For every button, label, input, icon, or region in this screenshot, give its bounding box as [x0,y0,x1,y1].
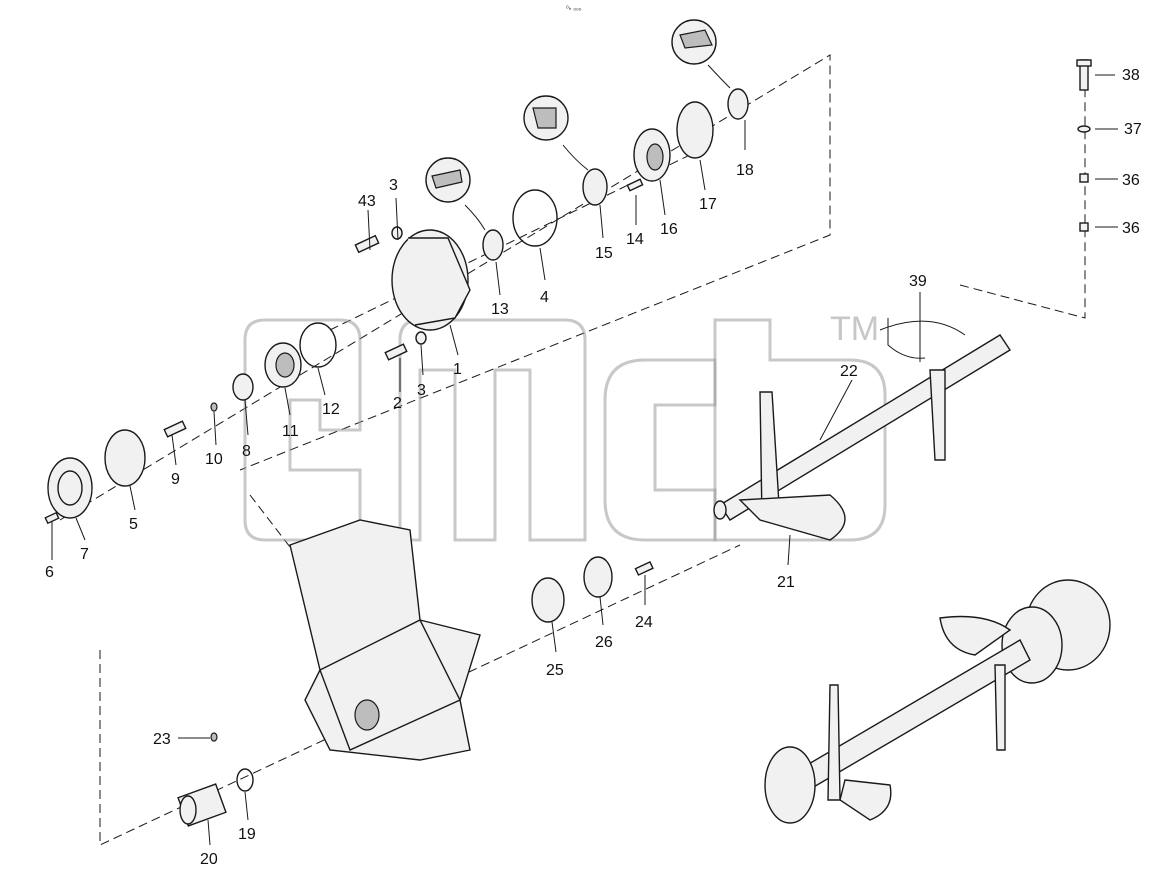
assembled-agitator-view [764,579,1111,824]
bearing-housing-16 [633,128,671,182]
label-5: 5 [129,516,138,533]
seal-ring-13 [482,229,504,261]
agitator-shaft-assembly [713,318,1011,541]
label-6: 6 [45,564,54,581]
label-2: 2 [393,395,402,412]
label-23: 23 [153,731,171,748]
bushing-20 [177,783,227,827]
label-3-top: 3 [389,177,398,194]
callout-box-top-2 [523,95,589,171]
label-15: 15 [595,245,613,262]
gasket-5 [104,429,146,487]
o-ring-12 [299,322,337,368]
label-24: 24 [635,614,653,631]
label-8: 8 [242,443,251,460]
bolt-9 [163,420,187,438]
label-19: 19 [238,826,256,843]
label-10: 10 [205,451,223,468]
label-22: 22 [840,363,858,380]
label-12: 12 [322,401,340,418]
label-26: 26 [595,634,613,651]
washer-3-mid [415,331,427,345]
cap-8 [232,373,254,401]
o-ring-19 [236,768,254,792]
label-4: 4 [540,289,549,306]
seal-ring-15 [582,168,608,206]
label-20: 20 [200,851,218,868]
label-36-a: 36 [1122,172,1140,189]
header-tiny-text: ᵒₕ ₒₒₒ [566,5,582,12]
label-7: 7 [80,546,89,563]
label-38: 38 [1122,67,1140,84]
bearing-11 [264,342,302,388]
label-14: 14 [626,231,644,248]
flange-cover-7 [47,457,93,519]
label-43: 43 [358,193,376,210]
watermark-trademark: TM [830,310,879,348]
label-3-mid: 3 [417,382,426,399]
callout-box-top-3 [671,19,731,89]
label-21: 21 [777,574,795,591]
label-36-b: 36 [1122,220,1140,237]
flange-housing-1 [391,229,471,331]
label-11: 11 [282,423,299,440]
label-16: 16 [660,221,678,238]
o-ring-4 [512,189,558,247]
grease-fitting-23 [210,732,218,742]
gasket-25 [531,577,565,623]
label-13: 13 [491,301,509,318]
hopper-body [289,519,481,761]
watermark-logo: TM [243,310,887,542]
bolt-2 [384,343,408,361]
nut-36a [1079,173,1089,183]
part-labels: 38 37 36 36 18 17 16 14 15 4 13 1 43 3 2… [45,67,1142,868]
label-9: 9 [171,471,180,488]
washer-37 [1077,125,1091,133]
gasket-17 [676,101,714,159]
bolt-38 [1076,59,1092,91]
seal-ring-18 [727,88,749,120]
flange-26 [583,556,613,598]
bolt-24 [634,560,654,576]
label-37: 37 [1124,121,1142,138]
label-18: 18 [736,162,754,179]
nut-36b [1079,222,1089,232]
label-1: 1 [453,361,462,378]
callout-box-top-1 [425,157,486,231]
label-25: 25 [546,662,564,679]
label-39: 39 [909,273,927,290]
bolt-6 [44,511,60,525]
nut-10 [210,402,218,412]
leader-lines [51,74,1118,846]
assembly-axis-lines [59,54,1086,846]
label-17: 17 [699,196,717,213]
bolt-14 [626,178,644,192]
bolt-43 [354,234,380,254]
